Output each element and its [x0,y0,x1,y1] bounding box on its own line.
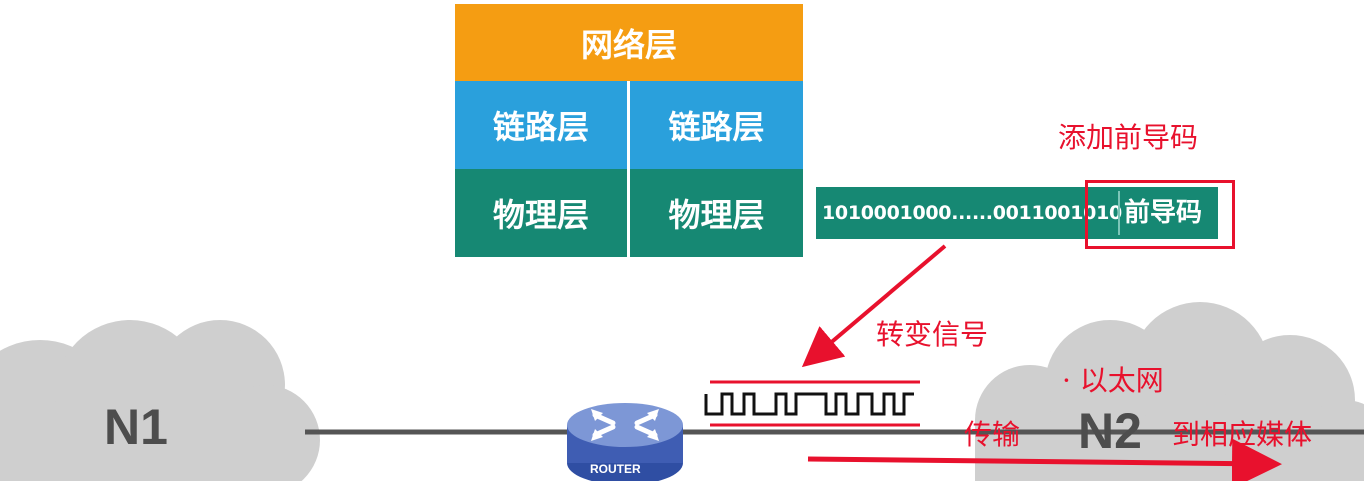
link-layer-left-block: 链路层 [455,81,627,169]
convert-signal-annotation: 转变信号 [876,318,989,351]
transmit-annotation: 传输 [964,418,1021,451]
convert-signal-arrow [801,244,947,368]
physical-layer-left-label: 物理层 [492,196,589,234]
network-n2-label: N2 [1078,403,1142,459]
link-layer-left-label: 链路层 [492,108,589,146]
cloud-n1 [0,320,320,481]
physical-layer-left-block: 物理层 [455,169,627,257]
frame-divider [1118,191,1120,235]
router-icon [567,403,683,481]
signal-waveform-box [702,382,928,427]
add-preamble-annotation: 添加前导码 [1058,121,1199,154]
physical-layer-right-label: 物理层 [668,196,765,234]
network-n1-label: N1 [104,399,168,455]
physical-layer-right-block: 物理层 [630,169,803,257]
router-label: ROUTER [590,462,641,476]
network-layer-block: 网络层 [455,4,803,81]
network-layer-label: 网络层 [580,25,677,64]
link-layer-right-label: 链路层 [668,108,765,146]
square-wave-icon [704,380,920,427]
preamble-highlight-box [1085,180,1235,249]
frame-preamble: 前导码 [1124,198,1203,228]
ethernet-annotation: · 以太网 [1062,364,1164,397]
link-layer-right-block: 链路层 [630,81,803,169]
transmit-arrow [807,438,1282,481]
frame-bits: 1010001000......0011001010 [822,202,1122,224]
frame-bar [816,187,1218,239]
